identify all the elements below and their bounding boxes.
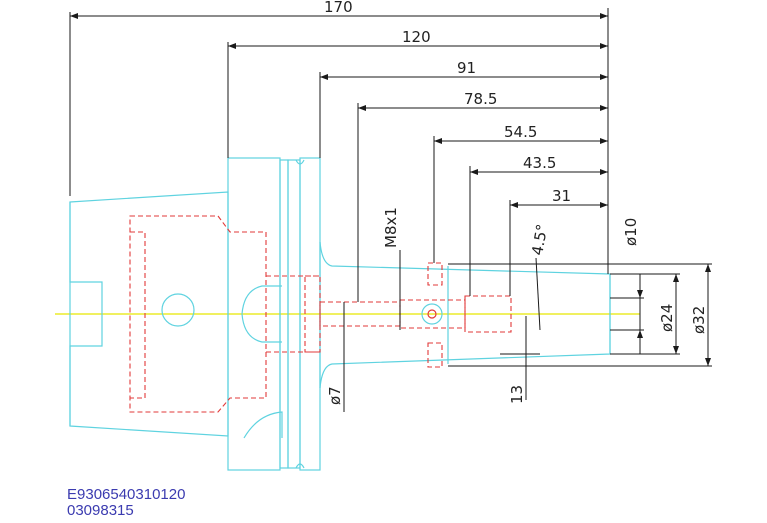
- dim-13: 13: [508, 385, 526, 404]
- dim-dia-24: ø24: [658, 304, 676, 332]
- dim-91: 91: [457, 59, 476, 77]
- dim-dia-32: ø32: [690, 306, 708, 334]
- arrowheads: [70, 13, 711, 366]
- dim-31: 31: [552, 187, 571, 205]
- part-number: E9306540310120: [67, 486, 186, 503]
- dim-43-5: 43.5: [523, 154, 556, 172]
- dim-170: 170: [324, 0, 353, 16]
- part-codes: E9306540310120 03098315: [67, 487, 185, 519]
- dim-120: 120: [402, 28, 431, 46]
- dim-54-5: 54.5: [504, 123, 537, 141]
- order-code: 03098315: [67, 502, 134, 519]
- dim-thread-m8x1: M8x1: [382, 207, 400, 248]
- dim-dia-7: ø7: [326, 386, 344, 405]
- dim-78-5: 78.5: [464, 90, 497, 108]
- dim-dia-10: ø10: [622, 218, 640, 246]
- dim-angle: 4.5°: [528, 223, 551, 257]
- cross-holes: [161, 293, 443, 327]
- flange: [227, 157, 321, 471]
